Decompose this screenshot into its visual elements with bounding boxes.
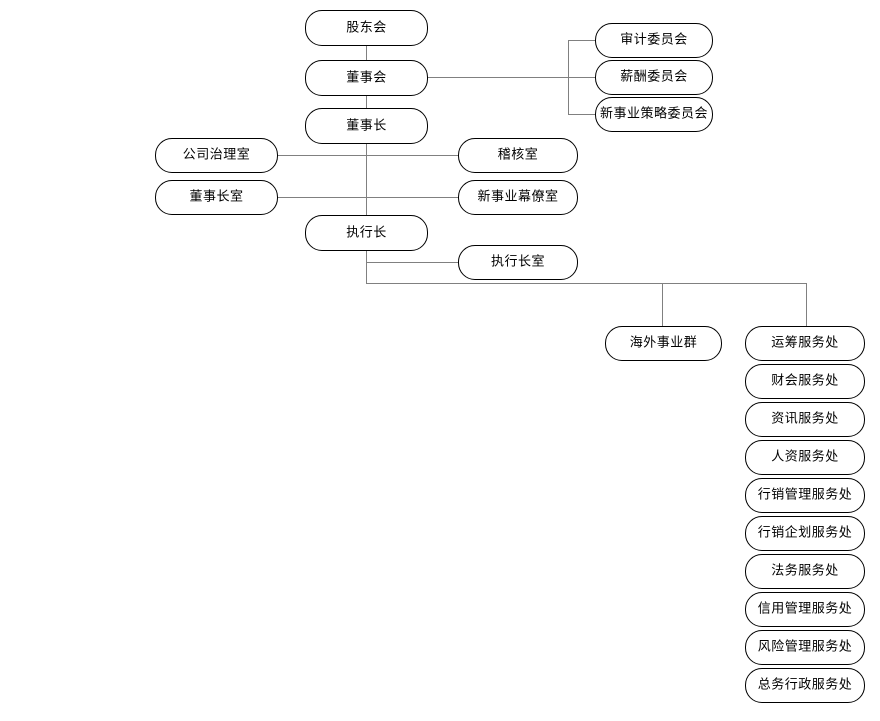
edge-ceo-ceo-office (366, 262, 458, 263)
node-new-business-staff-office[interactable]: 新事业幕僚室 (458, 180, 578, 215)
edge-committee-compensation (568, 77, 596, 78)
node-service-department[interactable]: 财会服务处 (745, 364, 865, 399)
edge-governance-audit-row (278, 155, 458, 156)
node-corporate-governance-office[interactable]: 公司治理室 (155, 138, 278, 173)
node-label: 运筹服务处 (771, 335, 839, 351)
edge-board-chairman (366, 96, 367, 108)
edge-shareholders-board (366, 46, 367, 60)
edge-chairman-ceo-spine (366, 144, 367, 215)
node-label: 新事业策略委员会 (599, 106, 708, 122)
node-service-department[interactable]: 法务服务处 (745, 554, 865, 589)
edge-drop-service-column (806, 283, 807, 326)
node-audit-committee[interactable]: 审计委员会 (595, 23, 713, 58)
node-label: 执行长 (346, 225, 387, 240)
node-label: 信用管理服务处 (757, 601, 853, 617)
node-internal-audit-office[interactable]: 稽核室 (458, 138, 578, 173)
node-ceo-office[interactable]: 执行长室 (458, 245, 578, 280)
node-label: 行销管理服务处 (757, 487, 853, 503)
node-service-department[interactable]: 人资服务处 (745, 440, 865, 475)
edge-ceo-bottom-bus (366, 283, 807, 284)
node-service-department[interactable]: 行销企划服务处 (745, 516, 865, 551)
node-label: 总务行政服务处 (757, 677, 853, 693)
edge-committee-audit (568, 40, 596, 41)
node-service-department[interactable]: 风险管理服务处 (745, 630, 865, 665)
node-label: 董事会 (346, 70, 387, 85)
node-compensation-committee[interactable]: 薪酬委员会 (595, 60, 713, 95)
edge-chairman-office-new-business-row (278, 197, 458, 198)
edge-drop-overseas (662, 283, 663, 326)
node-label: 风险管理服务处 (757, 639, 853, 655)
node-label: 公司治理室 (182, 147, 251, 163)
node-label: 人资服务处 (771, 449, 839, 465)
node-label: 新事业幕僚室 (477, 189, 559, 205)
node-service-department[interactable]: 资讯服务处 (745, 402, 865, 437)
node-service-department[interactable]: 信用管理服务处 (745, 592, 865, 627)
edge-committee-new-business-strategy (568, 114, 596, 115)
node-overseas-business-group[interactable]: 海外事业群 (605, 326, 722, 361)
node-label: 审计委员会 (620, 32, 688, 48)
node-service-department[interactable]: 总务行政服务处 (745, 668, 865, 703)
node-label: 法务服务处 (771, 563, 839, 579)
node-label: 董事长室 (189, 189, 244, 205)
node-board-of-directors[interactable]: 董事会 (305, 60, 428, 96)
node-service-department[interactable]: 行销管理服务处 (745, 478, 865, 513)
node-label: 稽核室 (497, 147, 539, 163)
node-label: 董事长 (346, 118, 387, 133)
node-service-department[interactable]: 运筹服务处 (745, 326, 865, 361)
edge-board-committee-bus (428, 77, 568, 78)
node-chairman-office[interactable]: 董事长室 (155, 180, 278, 215)
node-chairman[interactable]: 董事长 (305, 108, 428, 144)
edge-ceo-stem (366, 251, 367, 284)
node-label: 执行长室 (490, 254, 545, 270)
node-label: 财会服务处 (771, 373, 839, 389)
node-label: 海外事业群 (629, 335, 698, 351)
node-shareholders-meeting[interactable]: 股东会 (305, 10, 428, 46)
node-label: 股东会 (346, 20, 387, 35)
node-label: 资讯服务处 (771, 411, 839, 427)
node-label: 薪酬委员会 (620, 69, 688, 85)
node-label: 行销企划服务处 (757, 525, 853, 541)
node-new-business-strategy-committee[interactable]: 新事业策略委员会 (595, 97, 713, 132)
node-ceo[interactable]: 执行长 (305, 215, 428, 251)
